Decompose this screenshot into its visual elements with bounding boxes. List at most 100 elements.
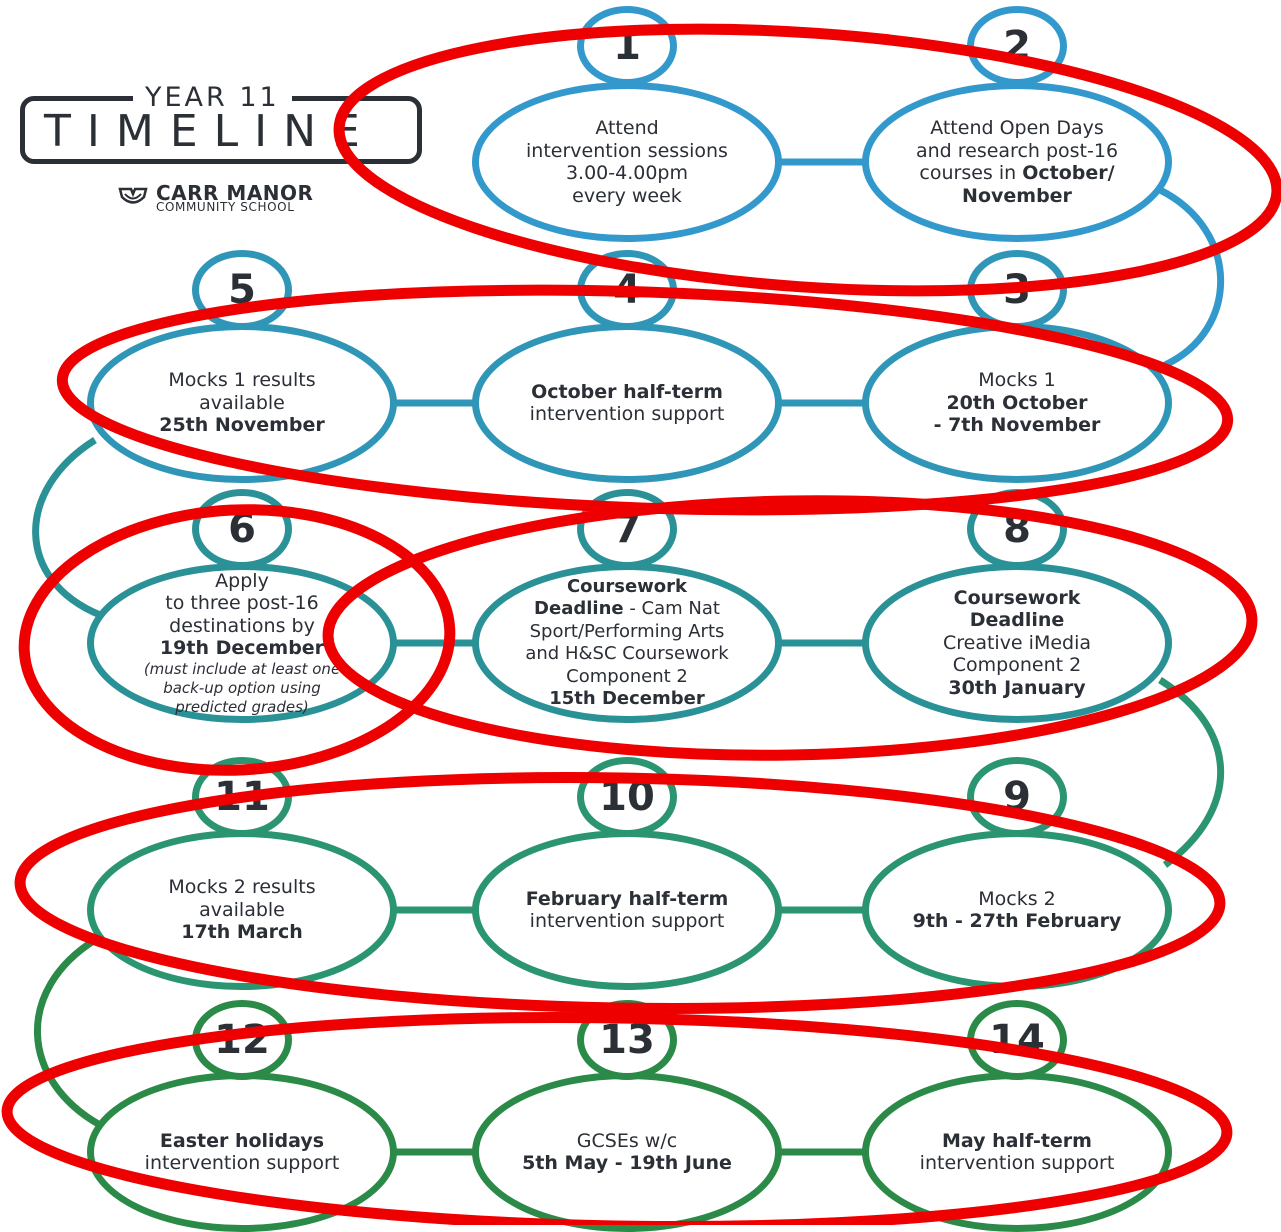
- step-6-line: to three post-16: [165, 592, 318, 615]
- step-4-line: intervention support: [530, 403, 725, 426]
- red-highlight-ellipse: [56, 284, 1234, 516]
- step-2-text: Attend Open Days: [930, 117, 1104, 139]
- step-7-emphasis: Deadline: [534, 598, 624, 619]
- red-highlight-ellipse: [333, 23, 1281, 297]
- red-highlight-ellipse: [1, 1011, 1233, 1225]
- step-8-emphasis: Coursework: [953, 586, 1081, 609]
- step-6-emphasis: 19th December: [159, 637, 325, 659]
- step-8-line: Component 2: [953, 654, 1081, 677]
- step-9-line: 9th - 27th February: [913, 910, 1122, 933]
- step-11-emphasis: 17th March: [181, 921, 303, 944]
- step-1-text: 3.00-4.00pm: [565, 162, 689, 184]
- step-6-line: 19th December: [160, 637, 324, 660]
- step-8-line: Creative iMedia: [943, 632, 1091, 655]
- step-6-line: (must include at least one: [144, 660, 340, 679]
- step-2-line: courses in October/: [919, 162, 1114, 185]
- step-13-line: 5th May - 19th June: [522, 1152, 732, 1175]
- step-7-line: 15th December: [549, 688, 705, 711]
- step-14-text: intervention support: [919, 1152, 1115, 1174]
- turn-connector: [33, 937, 102, 1129]
- step-7-line: and H&SC Coursework: [525, 643, 728, 666]
- step-12-line: intervention support: [145, 1152, 340, 1175]
- step-7-text: Component 2: [566, 665, 688, 687]
- step-5-line: 25th November: [159, 414, 325, 437]
- step-4-text: intervention support: [529, 403, 725, 425]
- step-1-line: every week: [572, 185, 682, 208]
- step-3-line: 20th October: [946, 392, 1087, 415]
- step-8-line: Coursework: [954, 587, 1081, 610]
- step-12-number: 12: [192, 1000, 292, 1080]
- step-5-emphasis: 25th November: [159, 414, 325, 437]
- step-14-emphasis: May half-term: [942, 1129, 1092, 1152]
- step-10-line: intervention support: [530, 910, 725, 933]
- step-10-line: February half-term: [526, 888, 729, 911]
- school-crest-icon: [118, 187, 148, 204]
- step-4-emphasis: October half-term: [531, 380, 723, 403]
- step-2-line: November: [962, 185, 1072, 208]
- step-2-emphasis: October/: [1022, 162, 1115, 184]
- step-2-line: Attend Open Days: [930, 117, 1104, 140]
- step-7-line: Component 2: [566, 666, 688, 689]
- step-8-text: Component 2: [952, 654, 1082, 677]
- step-7-text: and H&SC Coursework: [525, 643, 729, 664]
- step-7-emphasis: 15th December: [549, 688, 705, 709]
- step-11-text: available: [199, 898, 285, 921]
- red-highlight-ellipse: [18, 504, 456, 776]
- step-14-line: May half-term: [942, 1130, 1092, 1153]
- turn-connector: [1158, 186, 1225, 369]
- turn-connector: [1158, 677, 1225, 868]
- step-11-line: 17th March: [181, 921, 303, 944]
- step-7-line: Sport/Performing Arts: [530, 621, 725, 644]
- step-1-line: intervention sessions: [526, 140, 728, 163]
- step-1-line: Attend: [595, 117, 658, 140]
- step-6-line: back-up option using: [163, 679, 321, 698]
- step-8-line: Deadline: [970, 609, 1065, 632]
- step-8-emphasis: 30th January: [948, 676, 1086, 699]
- step-12-emphasis: Easter holidays: [159, 1129, 325, 1152]
- step-1-text: Attend: [595, 117, 659, 139]
- step-5-line: Mocks 1 results: [168, 369, 315, 392]
- step-9-line: Mocks 2: [978, 888, 1056, 911]
- step-6-line: destinations by: [169, 615, 315, 638]
- step-3-line: Mocks 1: [978, 369, 1056, 392]
- step-5-text: available: [199, 391, 285, 414]
- step-9-emphasis: 9th - 27th February: [912, 910, 1122, 932]
- step-12-text: intervention support: [144, 1152, 340, 1174]
- step-6-line: Apply: [215, 570, 269, 593]
- step-14-line: intervention support: [920, 1152, 1115, 1175]
- step-6-text: back-up option using: [163, 678, 321, 697]
- step-6-line: predicted grades): [175, 698, 309, 717]
- step-11-line: Mocks 2 results: [168, 876, 315, 899]
- step-10-text: intervention support: [529, 910, 725, 932]
- step-5-line: available: [199, 392, 285, 415]
- step-13-line: GCSEs w/c: [577, 1130, 677, 1153]
- turn-connector: [32, 437, 102, 619]
- step-2-text: courses in: [919, 162, 1023, 184]
- step-5-text: Mocks 1 results: [168, 369, 316, 392]
- step-1-text: intervention sessions: [526, 139, 728, 162]
- step-2-text: and research post-16: [915, 139, 1119, 162]
- step-7-text: - Cam Nat: [623, 598, 720, 619]
- step-8-emphasis: Deadline: [969, 609, 1065, 632]
- step-13-emphasis: 5th May - 19th June: [522, 1152, 732, 1174]
- step-8-line: 30th January: [948, 677, 1085, 700]
- step-7-emphasis: Coursework: [566, 575, 688, 597]
- step-13-text: GCSEs w/c: [576, 1129, 678, 1152]
- step-6-text: (must include at least one: [143, 659, 341, 678]
- step-1-text: every week: [572, 184, 682, 207]
- school-subtitle: COMMUNITY SCHOOL: [156, 200, 295, 214]
- step-1-number: 1: [577, 6, 677, 86]
- step-7-line: Deadline - Cam Nat: [534, 598, 720, 621]
- step-7-text: Sport/Performing Arts: [529, 620, 725, 642]
